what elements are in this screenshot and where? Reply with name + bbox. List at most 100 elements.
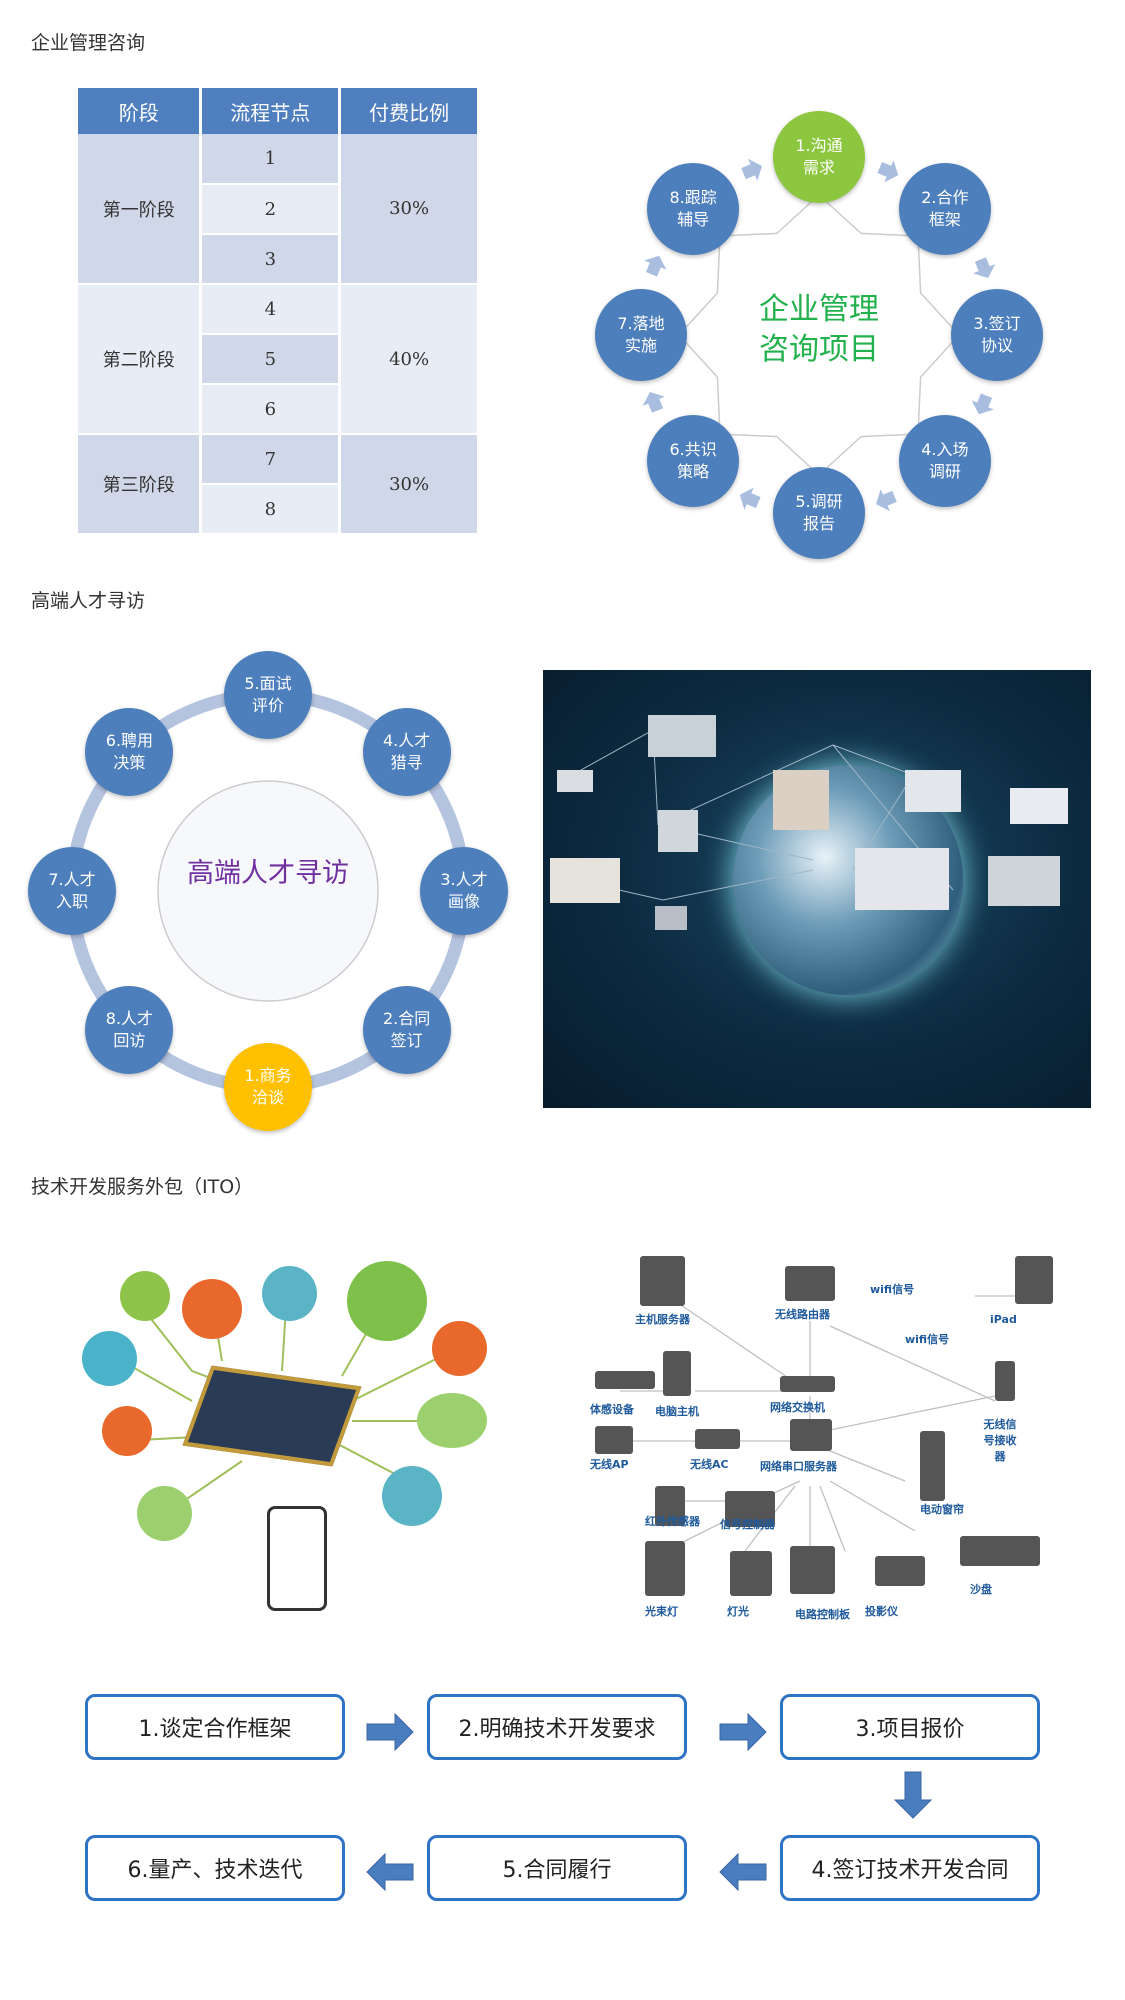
network-label: 电路控制板 — [795, 1608, 850, 1621]
water-heater-icon — [347, 1261, 427, 1341]
node-cell: 3 — [200, 234, 342, 285]
cycle-arrow-icon — [973, 257, 996, 278]
flow-step-3: 3.项目报价 — [780, 1694, 1040, 1760]
talent-step-6: 6.聘用决策 — [85, 708, 174, 797]
device-icon — [920, 1431, 945, 1501]
device-icon — [695, 1429, 740, 1449]
header-node: 流程节点 — [200, 88, 342, 134]
consulting-center-title: 企业管理咨询项目 — [759, 292, 879, 367]
network-label: 光束灯 — [645, 1605, 678, 1618]
network-label: wifi信号 — [905, 1333, 950, 1346]
photo-thumb — [550, 858, 620, 903]
node-cell: 1 — [200, 134, 342, 185]
network-label: 电脑主机 — [655, 1405, 699, 1418]
network-label: 信号控制器 — [720, 1518, 775, 1531]
photo-thumb — [557, 770, 593, 792]
flow-step-2: 2.明确技术开发要求 — [427, 1694, 687, 1760]
network-label: 红外传感器 — [645, 1515, 700, 1528]
flow-arrow-icon — [719, 1712, 767, 1752]
cycle-arrow-icon — [644, 255, 667, 277]
cycle-arrow-icon — [971, 393, 994, 415]
flow-arrow-icon — [719, 1852, 767, 1892]
network-label: 网络串口服务器 — [760, 1460, 837, 1473]
cycle-arrow-icon — [876, 489, 897, 512]
device-icon — [663, 1351, 691, 1396]
talent-step-4: 4.人才猎寻 — [362, 708, 451, 797]
photo-thumb — [855, 848, 949, 910]
talent-step-3: 3.人才画像 — [420, 847, 508, 935]
photo-thumb — [1010, 788, 1068, 824]
consult-step-8: 8.跟踪辅导 — [647, 163, 740, 256]
device-icon — [875, 1556, 925, 1586]
device-icon — [995, 1361, 1015, 1401]
network-links — [620, 1295, 1020, 1556]
refrigerator-icon — [120, 1271, 170, 1321]
kettle-icon — [262, 1266, 317, 1321]
light-bulb-icon — [102, 1406, 152, 1456]
network-label: 电动窗帘 — [920, 1503, 964, 1516]
section-title-consulting: 企业管理咨询 — [31, 32, 146, 54]
device-icon — [1015, 1256, 1053, 1304]
network-label: wifi信号 — [870, 1283, 915, 1296]
air-conditioner-icon — [182, 1279, 242, 1339]
header-stage: 阶段 — [78, 88, 203, 134]
ratio-cell: 30% — [339, 434, 480, 535]
node-cell: 5 — [200, 334, 342, 385]
consult-step-2: 2.合作框架 — [898, 163, 991, 256]
stage-cell: 第二阶段 — [78, 284, 203, 435]
ratio-cell: 30% — [339, 134, 480, 285]
consult-step-5: 5.调研报告 — [773, 467, 865, 559]
talent-step-8: 8.人才回访 — [85, 985, 174, 1074]
network-label: iPad — [990, 1313, 1017, 1326]
network-label: 无线AP — [590, 1458, 629, 1471]
device-icon — [645, 1541, 685, 1596]
device-icon — [595, 1371, 655, 1389]
photo-thumb — [988, 856, 1060, 906]
flow-step-5: 5.合同履行 — [427, 1835, 687, 1901]
device-icon — [655, 1486, 685, 1526]
flow-arrow-icon — [366, 1852, 414, 1892]
photo-thumb — [655, 906, 687, 930]
ito-process-flow: 1.谈定合作框架 2.明确技术开发要求 3.项目报价 4.签订技术开发合同 5.合同履行… — [0, 1680, 1125, 1920]
device-icon — [785, 1266, 835, 1301]
cycle-arrow-icon — [741, 158, 762, 181]
network-label: 投影仪 — [865, 1605, 898, 1618]
node-cell: 7 — [200, 434, 342, 485]
device-icon — [640, 1256, 685, 1306]
smartphone-icon — [267, 1506, 327, 1611]
talent-step-5: 5.面试评价 — [224, 651, 312, 739]
star-outline — [642, 158, 996, 512]
node-cell: 2 — [200, 184, 342, 235]
talent-step-2: 2.合同签订 — [362, 985, 451, 1074]
consult-step-4: 4.入场调研 — [898, 414, 991, 507]
flow-step-4: 4.签订技术开发合同 — [780, 1835, 1040, 1901]
network-label: 灯光 — [727, 1605, 749, 1618]
section-title-ito: 技术开发服务外包（ITO） — [31, 1176, 254, 1198]
consult-step-7: 7.落地实施 — [595, 289, 687, 381]
microwave-icon — [82, 1331, 137, 1386]
stage-cell: 第一阶段 — [78, 134, 203, 285]
device-icon — [960, 1536, 1040, 1566]
node-cell: 8 — [200, 484, 342, 535]
network-label: 体感设备 — [590, 1403, 634, 1416]
cycle-arrow-icon — [739, 487, 761, 510]
ratio-cell: 40% — [339, 284, 480, 435]
smart-home-iot-image — [82, 1251, 506, 1618]
device-icon — [725, 1491, 775, 1527]
flow-arrow-icon — [366, 1712, 414, 1752]
photo-thumb — [648, 715, 716, 757]
flow-arrow-icon — [893, 1771, 933, 1819]
node-cell: 4 — [200, 284, 342, 335]
photo-thumb — [658, 810, 698, 852]
photo-thumb — [905, 770, 961, 812]
node-cell: 6 — [200, 384, 342, 435]
ac-unit-icon — [417, 1393, 487, 1448]
consult-step-3: 3.签订协议 — [951, 289, 1043, 381]
heater-icon — [432, 1321, 487, 1376]
flow-step-1: 1.谈定合作框架 — [85, 1694, 345, 1760]
device-icon — [780, 1376, 835, 1392]
